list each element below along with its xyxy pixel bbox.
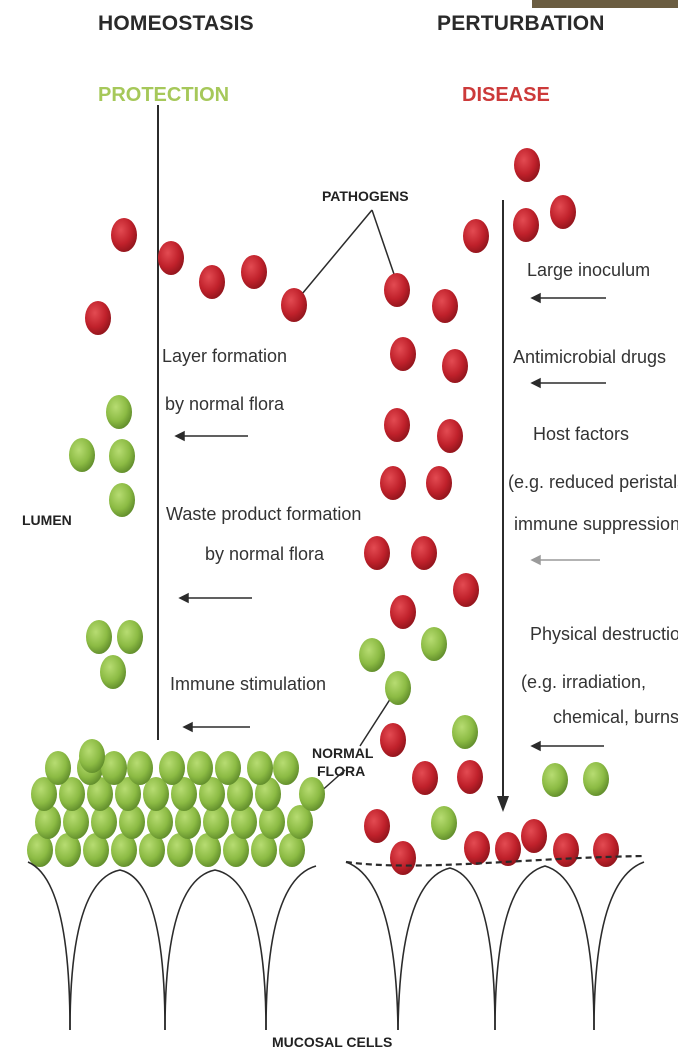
factor-inoculum: Large inoculum [527,260,650,280]
heading-homeostasis: HOMEOSTASIS [98,12,254,35]
label-normal: NORMAL [312,745,374,761]
flora-cell [299,777,325,811]
pathogen-cells-right [364,148,619,875]
right-arrowhead [497,796,509,812]
mucosal-flora-layer [27,739,325,867]
pathogen-cells-left [85,218,307,335]
pathogens-pointer-right [372,210,396,280]
flora-cell [215,751,241,785]
flora-cell [159,751,185,785]
heading-protection: PROTECTION [98,84,229,106]
factor-antimicrobial: Antimicrobial drugs [513,347,666,367]
label-lumen: LUMEN [22,512,72,528]
factor-physical-line3: chemical, burns [553,707,678,727]
heading-perturbation: PERTURBATION [437,12,605,35]
factor-host-line3: immune suppression) [514,514,678,534]
label-flora: FLORA [317,763,365,779]
mechanism-layer-line1: Layer formation [162,346,287,366]
mechanism-layer-line2: by normal flora [165,394,285,414]
heading-disease: DISEASE [462,84,550,106]
mechanism-waste-line2: by normal flora [205,544,325,564]
label-mucosal-cells: MUCOSAL CELLS [272,1034,392,1050]
flora-cell [79,739,105,773]
factor-host-line1: Host factors [533,424,629,444]
flora-cell [273,751,299,785]
pathogens-pointer-left [297,210,372,300]
right-factors: Large inoculum Antimicrobial drugs Host … [508,260,678,727]
flora-cell [247,751,273,785]
left-mechanisms: Layer formation by normal flora Waste pr… [162,346,361,694]
lumen-flora-cells [69,395,143,689]
factor-physical-line1: Physical destruction [530,624,678,644]
flora-cell [127,751,153,785]
label-pathogens: PATHOGENS [322,188,409,204]
factor-host-line2: (e.g. reduced peristalsis, [508,472,678,492]
flora-cell [187,751,213,785]
mechanism-waste-line1: Waste product formation [166,504,361,524]
flora-cell [45,751,71,785]
factor-physical-line2: (e.g. irradiation, [521,672,646,692]
mechanism-immune: Immune stimulation [170,674,326,694]
mucosal-cells [28,856,644,1030]
